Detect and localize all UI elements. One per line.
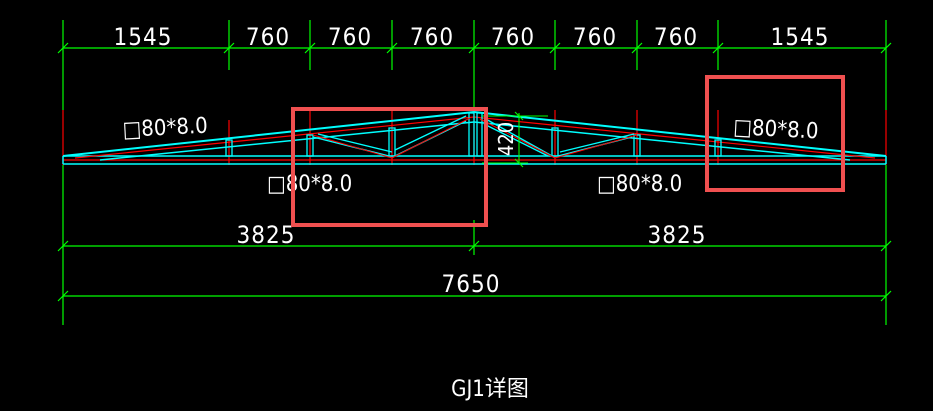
height-dim-label: 420 xyxy=(494,122,518,156)
dim-label-760: 760 xyxy=(410,23,454,51)
dimension-ticks xyxy=(57,42,892,54)
bottom-chord-left-label: □80*8.0 xyxy=(267,172,352,197)
half-dim-label-left: 3825 xyxy=(237,221,296,249)
dim-label-760: 760 xyxy=(491,23,535,51)
left-web-highlight-box xyxy=(291,107,488,227)
right-chord-highlight-box xyxy=(705,75,845,192)
dim-label-760: 760 xyxy=(654,23,698,51)
half-dim-label-right: 3825 xyxy=(648,221,707,249)
height-dimension xyxy=(482,111,548,168)
dim-label-1545-left: 1545 xyxy=(114,23,173,51)
dim-label-760: 760 xyxy=(246,23,290,51)
top-chord-left-label: □80*8.0 xyxy=(122,114,208,143)
bottom-chord-right-label: □80*8.0 xyxy=(597,172,682,197)
top-chord-right-label: □80*8.0 xyxy=(733,115,819,144)
truss xyxy=(62,110,887,165)
vertical-posts xyxy=(225,112,722,157)
overall-dim-label: 7650 xyxy=(442,270,501,298)
web-diagonals xyxy=(312,115,638,159)
lower-dimensions xyxy=(57,165,892,325)
drawing-title: GJ1详图 xyxy=(451,377,529,402)
top-dimension-chain xyxy=(57,20,892,110)
member-labels: □80*8.0 □80*8.0 □80*8.0 □80*8.0 xyxy=(122,114,819,197)
top-chord-right xyxy=(473,111,887,161)
dim-label-760: 760 xyxy=(573,23,617,51)
top-chord-left xyxy=(62,111,475,161)
dim-label-760: 760 xyxy=(328,23,372,51)
dim-label-1545-right: 1545 xyxy=(771,23,830,51)
top-dimension-labels: 1545 760 760 760 760 760 760 1545 xyxy=(114,23,830,51)
